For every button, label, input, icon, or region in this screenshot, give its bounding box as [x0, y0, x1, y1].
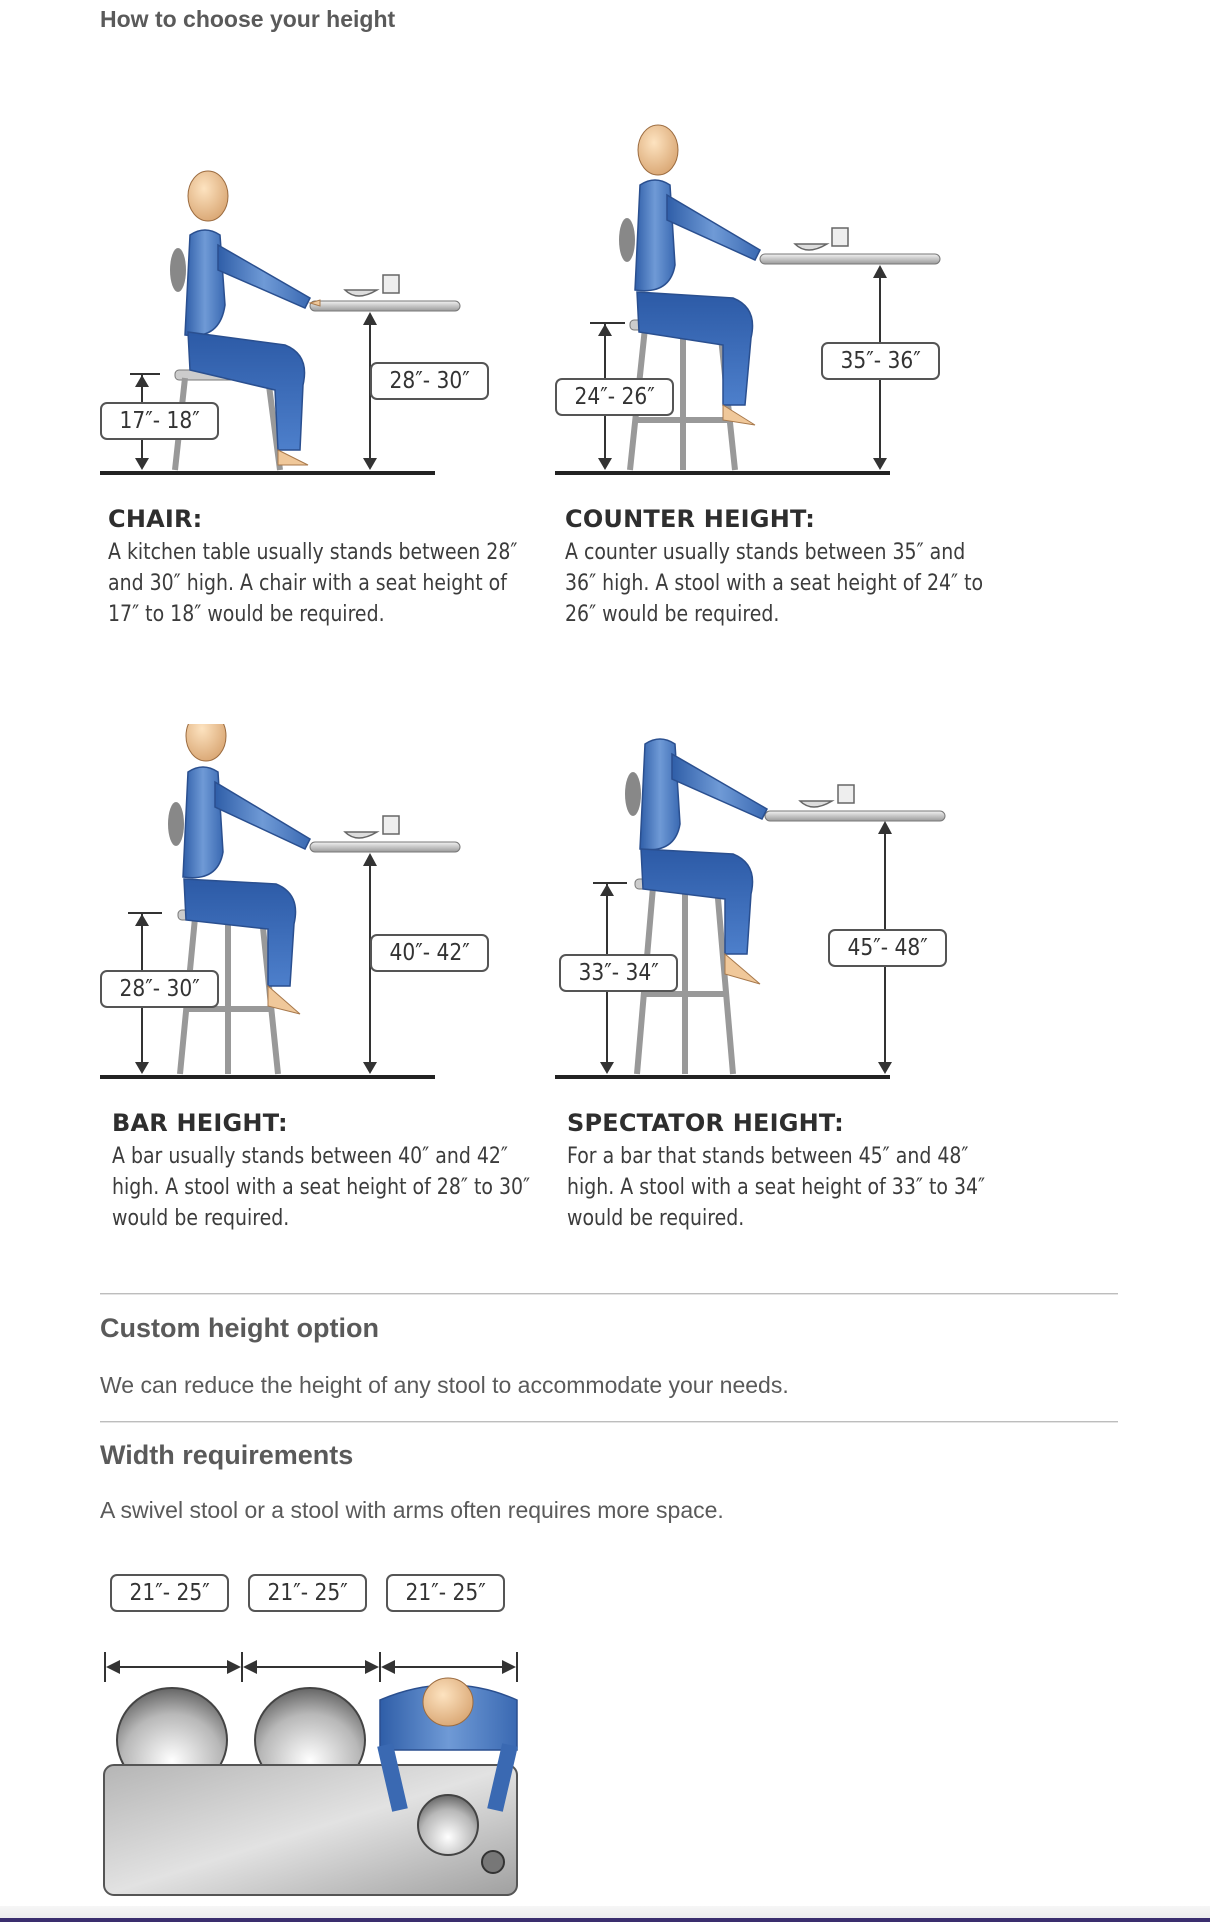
counter-illustration	[555, 124, 941, 475]
panel-title: SPECTATOR HEIGHT:	[567, 1109, 844, 1137]
height-panel-spectator: 45″- 48″ 33″- 34″ SPECTATOR HEIGHT: For …	[555, 724, 995, 1231]
table-height-label: 35″- 36″	[821, 342, 941, 380]
width-illustration: 21″- 25″ 21″- 25″ 21″- 25″	[100, 1570, 530, 1900]
bottom-accent-line	[0, 1918, 1210, 1922]
panel-text: A bar usually stands between 40″ and 42″…	[112, 1144, 531, 1231]
width-label-1: 21″- 25″	[110, 1574, 230, 1612]
custom-height-text: We can reduce the height of any stool to…	[100, 1372, 789, 1398]
section-divider	[100, 1421, 1118, 1423]
width-requirements-title: Width requirements	[100, 1440, 354, 1470]
seat-height-label: 17″- 18″	[100, 402, 220, 440]
panel-title: BAR HEIGHT:	[112, 1109, 288, 1137]
panel-text: A kitchen table usually stands between 2…	[108, 540, 518, 627]
height-panel-bar: 40″- 42″ 28″- 30″ BAR HEIGHT: A bar usua…	[100, 724, 540, 1231]
section-divider	[100, 1293, 1118, 1295]
seat-height-label: 33″- 34″	[559, 954, 679, 992]
table-height-label: 45″- 48″	[828, 929, 948, 967]
bar-illustration	[100, 724, 461, 1079]
height-panel-counter: 35″- 36″ 24″- 26″ COUNTER HEIGHT: A coun…	[555, 120, 995, 627]
spectator-illustration	[555, 738, 946, 1079]
height-panel-chair: 28″- 30″ 17″- 18″ CHAIR: A kitchen table…	[100, 120, 540, 627]
table-height-label: 28″- 30″	[370, 362, 490, 400]
page-title: How to choose your height	[100, 6, 396, 32]
panel-title: COUNTER HEIGHT:	[565, 505, 816, 533]
width-requirements-text: A swivel stool or a stool with arms ofte…	[100, 1497, 724, 1523]
panel-text: For a bar that stands between 45″ and 48…	[567, 1144, 986, 1231]
panel-title: CHAIR:	[108, 505, 203, 533]
table-height-label: 40″- 42″	[370, 934, 490, 972]
width-label-2: 21″- 25″	[248, 1574, 368, 1612]
panel-text: A counter usually stands between 35″ and…	[565, 540, 984, 627]
width-label-3: 21″- 25″	[386, 1574, 506, 1612]
seat-height-label: 24″- 26″	[555, 378, 675, 416]
seat-height-label: 28″- 30″	[100, 970, 220, 1008]
chair-illustration	[100, 170, 461, 475]
custom-height-title: Custom height option	[100, 1313, 379, 1343]
